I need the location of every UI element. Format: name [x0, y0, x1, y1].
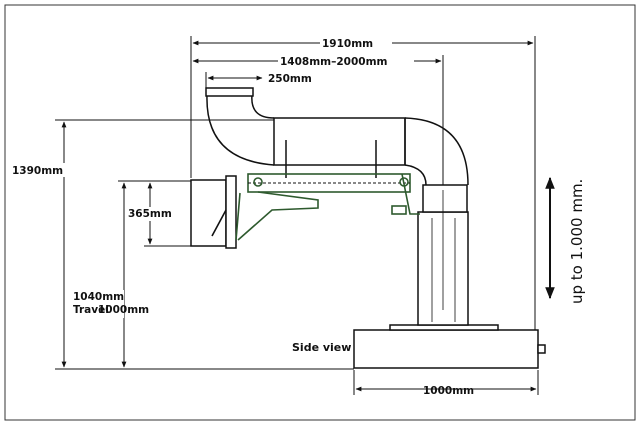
extraction-hood	[190, 179, 227, 247]
dim-base-width: 1000mm	[423, 385, 474, 397]
view-name: Side view	[292, 341, 351, 354]
dim-reach-range: 1408mm–2000mm	[280, 56, 388, 68]
column-upper	[422, 184, 468, 213]
drawing-frame	[4, 4, 636, 421]
telescopic-arm	[211, 173, 420, 241]
dim-overall-height: 1390mm	[12, 165, 63, 177]
travel-value: 1000mm	[98, 304, 149, 316]
hood-flange	[225, 175, 237, 249]
base-knob	[537, 344, 546, 354]
dim-lower-height: 1040mm	[73, 291, 124, 303]
dim-hood-height: 365mm	[128, 208, 172, 220]
dim-overall-width: 1910mm	[322, 38, 373, 50]
inlet-collar	[205, 87, 254, 97]
machine-outline	[190, 87, 546, 369]
upper-elbow	[404, 117, 469, 186]
support-bracket	[237, 191, 319, 241]
left-elbow	[206, 94, 275, 166]
height-adjust-label: up to 1.000 mm.	[568, 179, 586, 304]
base-cart	[353, 329, 539, 369]
horizontal-arm-tube	[273, 117, 406, 166]
dim-duct-offset: 250mm	[268, 73, 312, 85]
travel-label: Travel	[73, 304, 109, 316]
